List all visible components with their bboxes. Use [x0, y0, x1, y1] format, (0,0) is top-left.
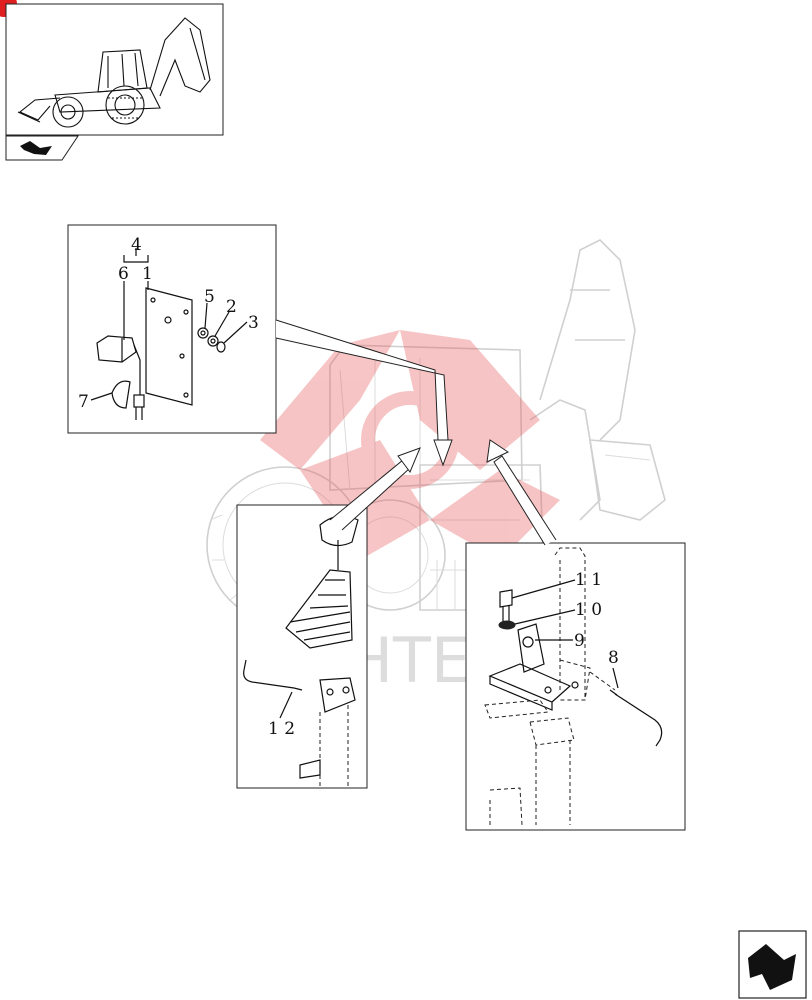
- callout-12: 1 2: [268, 719, 295, 739]
- callout-7: 7: [78, 392, 89, 412]
- callout-11: 1 1: [575, 570, 602, 590]
- pointer-arrow-switch: [275, 319, 453, 467]
- callout-8: 8: [608, 648, 619, 668]
- next-page-arrow-icon[interactable]: [738, 930, 807, 999]
- pointer-arrow-lever: [329, 447, 421, 531]
- pointer-arrow-bracket: [486, 439, 557, 546]
- callout-9: 9: [574, 631, 585, 651]
- thumbnail-panel[interactable]: [5, 3, 224, 136]
- callout-6: 6: [118, 264, 129, 284]
- callout-bracket: [123, 255, 149, 263]
- detail-panel-switch: [67, 224, 277, 434]
- backhoe-loader-icon: [17, 17, 211, 128]
- callout-5: 5: [204, 287, 215, 307]
- callout-1: 1: [142, 264, 153, 284]
- detail-panel-lever: [236, 504, 368, 789]
- detail-panel-bracket: [465, 542, 686, 831]
- callout-10: 1 0: [575, 600, 602, 620]
- callout-4: 4: [131, 235, 142, 255]
- tab-arrow-icon[interactable]: [5, 135, 79, 161]
- callout-2: 2: [226, 297, 237, 317]
- callout-3: 3: [248, 313, 259, 333]
